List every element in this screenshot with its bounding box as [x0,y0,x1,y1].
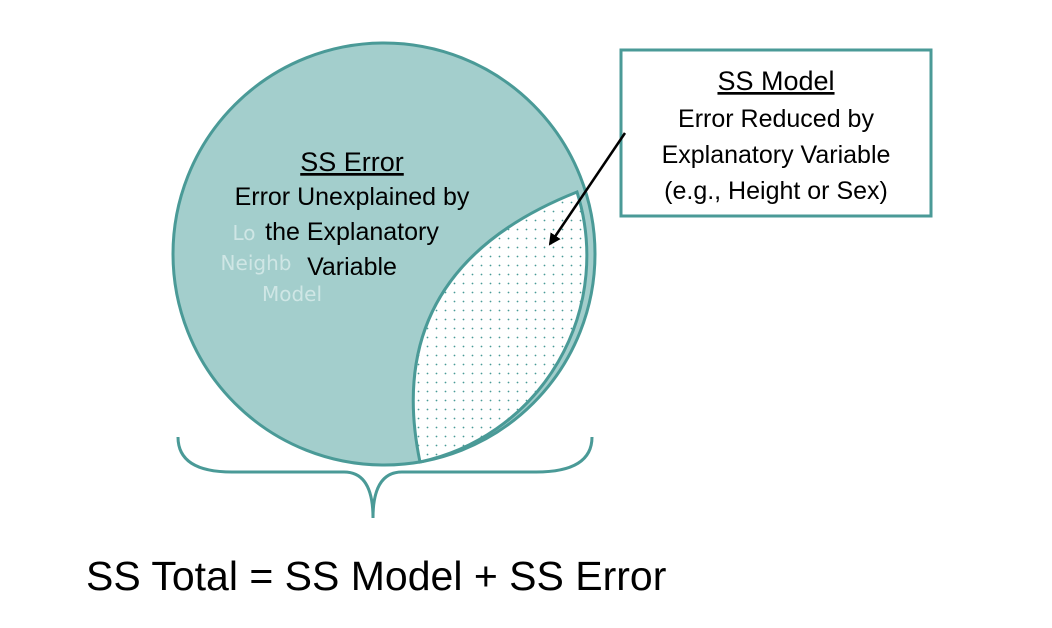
ss-model-box [619,48,933,218]
ghost-text-line: Neighb [221,251,292,275]
ss-error-description-line: Variable [307,253,397,281]
equation-text: SS Total = SS Model + SS Error [86,553,666,599]
ss-error-title: SS Error [300,147,404,177]
ghost-text-line: Lo [232,221,255,245]
pointer-arrow [548,132,627,246]
ss-model-description-line: (e.g., Height or Sex) [664,177,888,205]
ss-model-description-line: Explanatory Variable [662,141,891,169]
ss-error-description-line: the Explanatory [265,218,439,246]
ss-model-dots [413,192,587,462]
total-brace [176,436,594,519]
ss-model-title: SS Model [717,66,834,96]
ss-error-description-line: Error Unexplained by [235,183,470,211]
ss-model-description-line: Error Reduced by [678,105,874,133]
ghost-text: Lo Neighb Model [221,221,322,306]
ghost-text-line: Model [262,282,322,306]
